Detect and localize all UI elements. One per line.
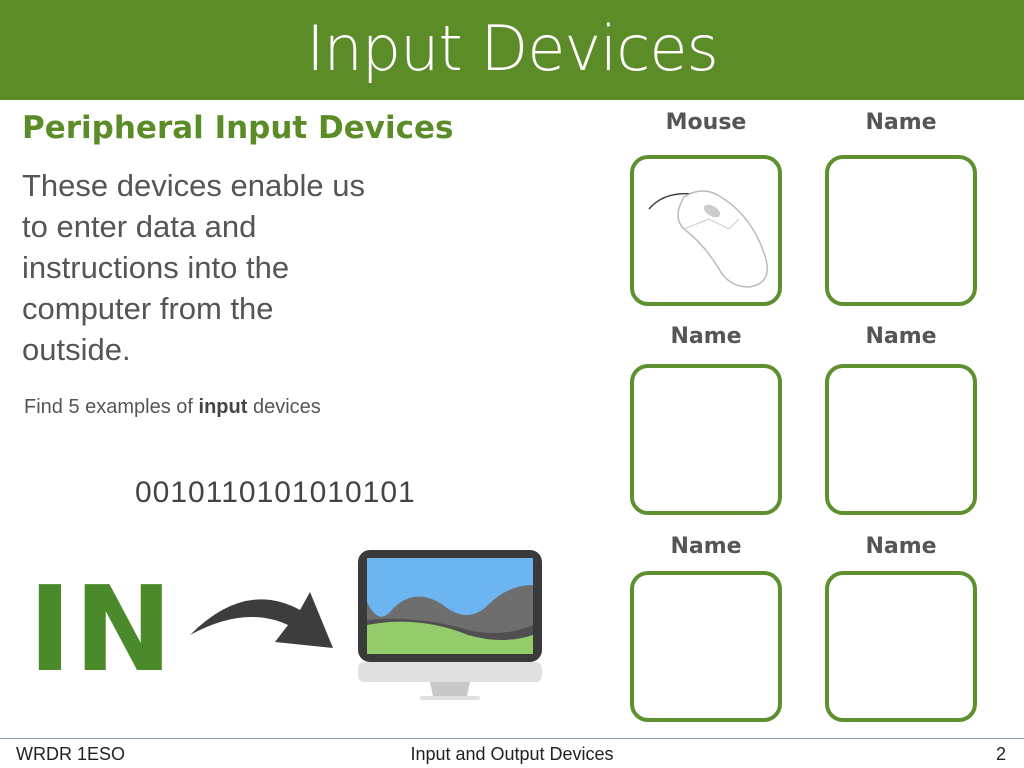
device-box [825, 571, 977, 722]
instruction-text: Find 5 examples of input devices [24, 396, 321, 419]
instruction-suffix: devices [247, 396, 321, 418]
title-bar: Input Devices [0, 0, 1024, 100]
instruction-bold: input [198, 396, 248, 418]
footer-left: WRDR 1ESO [16, 744, 126, 764]
device-label: Name [670, 324, 742, 349]
device-box [630, 571, 782, 722]
device-label: Name [865, 324, 937, 349]
arrow-icon [190, 592, 333, 648]
device-box-mouse [630, 155, 782, 306]
monitor-icon [358, 550, 542, 700]
device-box [825, 364, 977, 515]
footer-center: Input and Output Devices [410, 744, 614, 764]
slide-title: Input Devices [306, 12, 719, 85]
device-box [630, 364, 782, 515]
instruction-prefix: Find 5 examples of [24, 396, 199, 418]
body-text: These devices enable us to enter data an… [22, 168, 365, 367]
device-label: Name [865, 110, 937, 135]
binary-text: 0010110101010101 [135, 476, 416, 509]
in-label: IN [28, 560, 175, 698]
footer-divider [0, 738, 1024, 739]
mouse-icon [648, 190, 768, 288]
page-number: 2 [995, 744, 1006, 764]
device-label: Name [670, 534, 742, 559]
device-label: Name [865, 534, 937, 559]
subtitle: Peripheral Input Devices [22, 110, 454, 146]
device-box [825, 155, 977, 306]
device-label: Mouse [665, 110, 747, 135]
